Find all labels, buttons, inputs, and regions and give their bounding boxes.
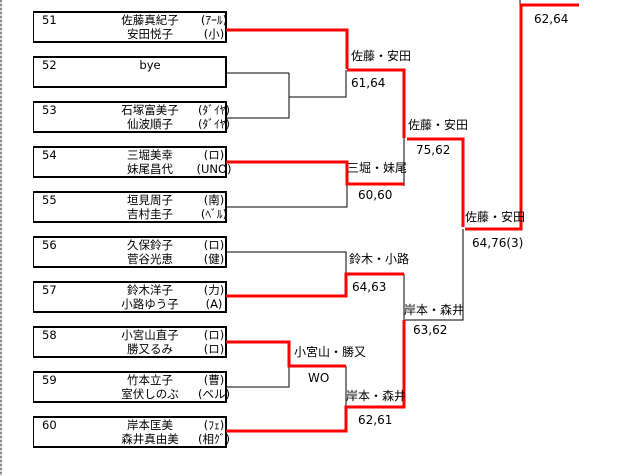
player-1-name: 三堀美幸 <box>127 148 173 162</box>
player-2-club: (健) <box>203 252 225 266</box>
win-51 <box>226 28 349 69</box>
final-score: 62,64 <box>534 12 569 26</box>
win-54 <box>226 160 404 186</box>
line-56 <box>226 251 347 274</box>
draw-number: 53 <box>42 103 57 117</box>
win-r3 <box>465 3 579 231</box>
line-r2b <box>405 229 464 321</box>
draw-box-59: 59 竹本立子 (曹) 室伏しのぶ (ベル) <box>33 371 230 403</box>
draw-number: 54 <box>42 148 57 162</box>
draw-box-57: 57 鈴木洋子 (力) 小路ゆう子 (A) <box>33 281 227 313</box>
win-r1a <box>347 68 406 138</box>
player-2-club: (ベル) <box>198 387 230 401</box>
player-2-club: (ロ) <box>203 342 225 356</box>
player-1-name: 岸本匡美 <box>127 418 173 432</box>
r1e-score: 62,61 <box>358 413 393 427</box>
line-52-53 <box>289 70 347 98</box>
win-r2a <box>407 137 465 227</box>
draw-box-60: 60 岸本匡美 (ﾌｪ) 森井真由美 (相ｸﾞ) <box>33 416 230 448</box>
r2b-score: 63,62 <box>413 323 448 337</box>
r1a-winner: 佐藤・安田 <box>351 49 412 63</box>
draw-number: 55 <box>42 193 57 207</box>
r1d-winner: 小宮山・勝又 <box>294 345 367 359</box>
line-59 <box>226 366 290 388</box>
player-1-name: 石塚富美子 <box>121 103 179 117</box>
player-2-club: (相ｸﾞ) <box>198 432 230 446</box>
player-2-name: 仙波順子 <box>127 117 173 131</box>
player-1-name: 竹本立子 <box>127 373 173 387</box>
draw-number: 58 <box>42 328 57 342</box>
player-2-name: 安田悦子 <box>127 27 173 41</box>
r1a-score: 61,64 <box>351 76 386 90</box>
player-2-name: 室伏しのぶ <box>121 387 179 401</box>
player-2-club: (UNO) <box>196 162 232 176</box>
player-1-club: (ロ) <box>203 328 225 342</box>
draw-number: 52 <box>42 58 57 72</box>
player-1-name: 垣見周子 <box>127 193 173 207</box>
player-2-name: 菅谷光恵 <box>127 252 173 266</box>
draw-number: 56 <box>42 238 57 252</box>
player-2-name: 吉村圭子 <box>127 207 173 221</box>
player-1-name: 小宮山直子 <box>121 328 179 342</box>
player-1-club: (南) <box>203 193 225 207</box>
r1b-winner: 三堀・妹尾 <box>347 161 408 175</box>
r2a-score: 75,62 <box>416 143 451 157</box>
player-1-club: (力) <box>203 283 225 297</box>
line-55 <box>226 184 348 208</box>
draw-number: 59 <box>42 373 57 387</box>
draw-number: 57 <box>42 283 57 297</box>
window-edge <box>0 0 2 476</box>
player-1-name: 佐藤真紀子 <box>121 13 179 27</box>
r3-score: 64,76(3) <box>472 236 524 250</box>
player-1-club: (ｱｰﾙ) <box>200 13 228 27</box>
draw-box-51: 51 佐藤真紀子 (ｱｰﾙ) 安田悦子 (小) <box>33 11 227 43</box>
player-2-club: (小) <box>203 27 225 41</box>
draw-box-58: 58 小宮山直子 (ロ) 勝又るみ (ロ) <box>33 326 227 358</box>
player-2-name: 森井真由美 <box>121 432 179 446</box>
r2a-winner: 佐藤・安田 <box>408 118 469 132</box>
win-58 <box>226 340 346 368</box>
player-1-club: (ﾀﾞｲﾔ) <box>198 103 230 117</box>
player-1-club: (ロ) <box>203 148 225 162</box>
player-1-name: 久保鈴子 <box>127 238 173 252</box>
player-2-club: (ﾍﾞﾙ) <box>200 207 228 221</box>
r1b-score: 60,60 <box>358 188 393 202</box>
draw-box-56: 56 久保鈴子 (ロ) 菅谷光恵 (健) <box>33 236 227 268</box>
draw-box-52: 52 bye <box>33 56 227 88</box>
player-1-club: (曹) <box>203 373 225 387</box>
r1e-winner: 岸本・森井 <box>346 389 407 403</box>
draw-number: 60 <box>42 418 57 432</box>
draw-box-53: 53 石塚富美子 (ﾀﾞｲﾔ) 仙波順子 (ﾀﾞｲﾔ) <box>33 101 230 133</box>
player-2-name: 小路ゆう子 <box>121 297 179 311</box>
draw-box-55: 55 垣見周子 (南) 吉村圭子 (ﾍﾞﾙ) <box>33 191 227 223</box>
player-1-name: bye <box>139 58 161 72</box>
player-1-name: 鈴木洋子 <box>127 283 173 297</box>
player-1-club: (ロ) <box>203 238 225 252</box>
draw-number: 51 <box>42 13 57 27</box>
player-2-club: (ﾀﾞｲﾔ) <box>198 117 230 131</box>
player-1-club: (ﾌｪ) <box>203 418 225 432</box>
r1c-winner: 鈴木・小路 <box>349 252 410 266</box>
r1d-score: WO <box>308 371 330 385</box>
r2b-winner: 岸本・森井 <box>404 303 465 317</box>
line-53 <box>226 73 290 119</box>
player-2-club: (A) <box>205 297 223 311</box>
win-60 <box>226 320 406 433</box>
win-57 <box>226 272 404 298</box>
player-2-name: 勝又るみ <box>127 342 173 356</box>
r3-winner: 佐藤・安田 <box>465 210 526 224</box>
player-2-name: 妹尾昌代 <box>127 162 173 176</box>
r1c-score: 64,63 <box>352 280 387 294</box>
draw-box-54: 54 三堀美幸 (ロ) 妹尾昌代 (UNO) <box>33 146 232 178</box>
